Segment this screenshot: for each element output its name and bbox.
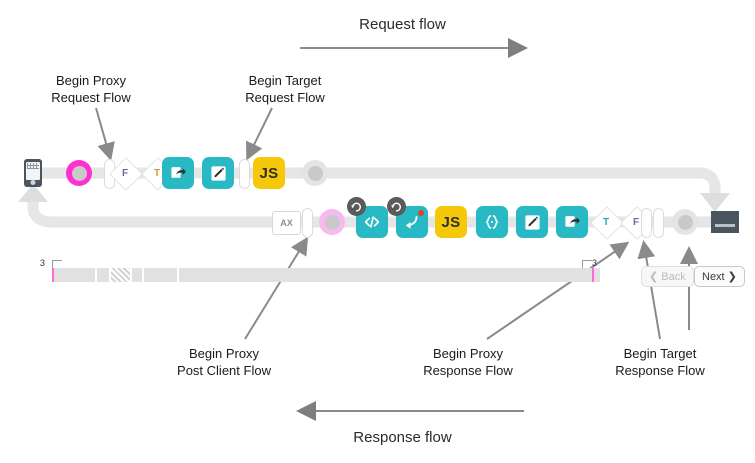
- javascript-policy-response[interactable]: JS: [435, 206, 467, 238]
- extract-variables-policy[interactable]: [347, 197, 388, 238]
- revolve-arrow-icon: [387, 197, 406, 216]
- assign-message-policy[interactable]: [202, 157, 234, 189]
- condition-true-label: T: [153, 167, 161, 179]
- pointer-begin-proxy-response: [486, 241, 630, 340]
- proxy-response-flow-bar[interactable]: [641, 208, 652, 238]
- share-arrow-icon: [170, 166, 186, 178]
- annotation-begin-proxy-response: Begin Proxy Response Flow: [423, 346, 513, 378]
- response-end-node[interactable]: [672, 209, 698, 235]
- timeline-segment[interactable]: [144, 268, 179, 282]
- pencil-icon: [524, 214, 540, 230]
- timeline-playhead-start[interactable]: [52, 268, 54, 282]
- condition-false-label: F: [121, 167, 129, 179]
- timeline-segment[interactable]: [179, 268, 600, 282]
- js-policy-response-label: JS: [441, 213, 461, 231]
- javascript-policy[interactable]: JS: [253, 157, 285, 189]
- annotation-begin-target-response: Begin Target Response Flow: [615, 346, 705, 378]
- response-marker-ring[interactable]: [319, 209, 345, 235]
- timeline-segment-hatched[interactable]: [111, 268, 132, 282]
- response-flow-title: Response flow: [353, 429, 452, 446]
- json-policy[interactable]: [476, 206, 508, 238]
- proxy-post-client-flow-bar[interactable]: [302, 208, 313, 238]
- timeline-segment[interactable]: [97, 268, 111, 282]
- service-callout-policy-response[interactable]: [556, 206, 588, 238]
- target-request-flow-start-bar[interactable]: [239, 159, 250, 189]
- timeline-segment[interactable]: [132, 268, 144, 282]
- condition-true-diamond-response[interactable]: T: [590, 206, 624, 240]
- timeline-end-marker: 3: [582, 258, 597, 271]
- request-flow-title: Request flow: [359, 16, 446, 33]
- factory-icon: [711, 211, 739, 233]
- timeline-playhead-end[interactable]: [592, 268, 594, 282]
- assign-message-policy-response[interactable]: [516, 206, 548, 238]
- pencil-icon: [210, 165, 226, 181]
- request-end-node[interactable]: [302, 160, 328, 186]
- raise-fault-policy[interactable]: [387, 197, 428, 238]
- pointer-begin-proxy-request: [95, 107, 115, 161]
- curly-braces-icon: [485, 215, 499, 229]
- revolve-arrow-icon: [347, 197, 366, 216]
- service-callout-policy[interactable]: [162, 157, 194, 189]
- condition-false-response-label: F: [632, 216, 640, 228]
- target-response-flow-bar[interactable]: [653, 208, 664, 238]
- timeline-start-marker: 3: [40, 258, 62, 271]
- next-button[interactable]: Next ❯: [694, 266, 745, 287]
- pointer-begin-proxy-post-client: [244, 236, 309, 340]
- back-button[interactable]: ❮ Back: [641, 266, 694, 287]
- timeline-segment[interactable]: [52, 268, 97, 282]
- ax-analytics-box[interactable]: AX: [272, 211, 301, 235]
- annotation-begin-proxy-post-client: Begin Proxy Post Client Flow: [177, 346, 271, 378]
- annotation-begin-proxy-request: Begin Proxy Request Flow: [51, 73, 131, 105]
- curved-arrow-icon: [406, 215, 418, 229]
- code-brackets-icon: [364, 216, 380, 228]
- js-policy-label: JS: [259, 164, 279, 182]
- pointer-begin-target-response: [637, 240, 661, 340]
- condition-false-diamond-response[interactable]: F: [620, 206, 654, 240]
- annotation-begin-target-request: Begin Target Request Flow: [245, 73, 325, 105]
- mobile-phone-icon: [24, 159, 42, 187]
- pointer-begin-target-request: [246, 107, 273, 161]
- request-track-arrowhead: [700, 193, 730, 212]
- request-marker-ring[interactable]: [66, 160, 92, 186]
- condition-false-diamond[interactable]: F: [109, 157, 143, 191]
- condition-true-response-label: T: [602, 216, 610, 228]
- timeline-scrubber[interactable]: [52, 268, 600, 282]
- error-dot-icon: [418, 210, 424, 216]
- share-arrow-icon: [564, 215, 580, 227]
- ax-label: AX: [272, 211, 301, 235]
- condition-true-diamond[interactable]: T: [141, 157, 175, 191]
